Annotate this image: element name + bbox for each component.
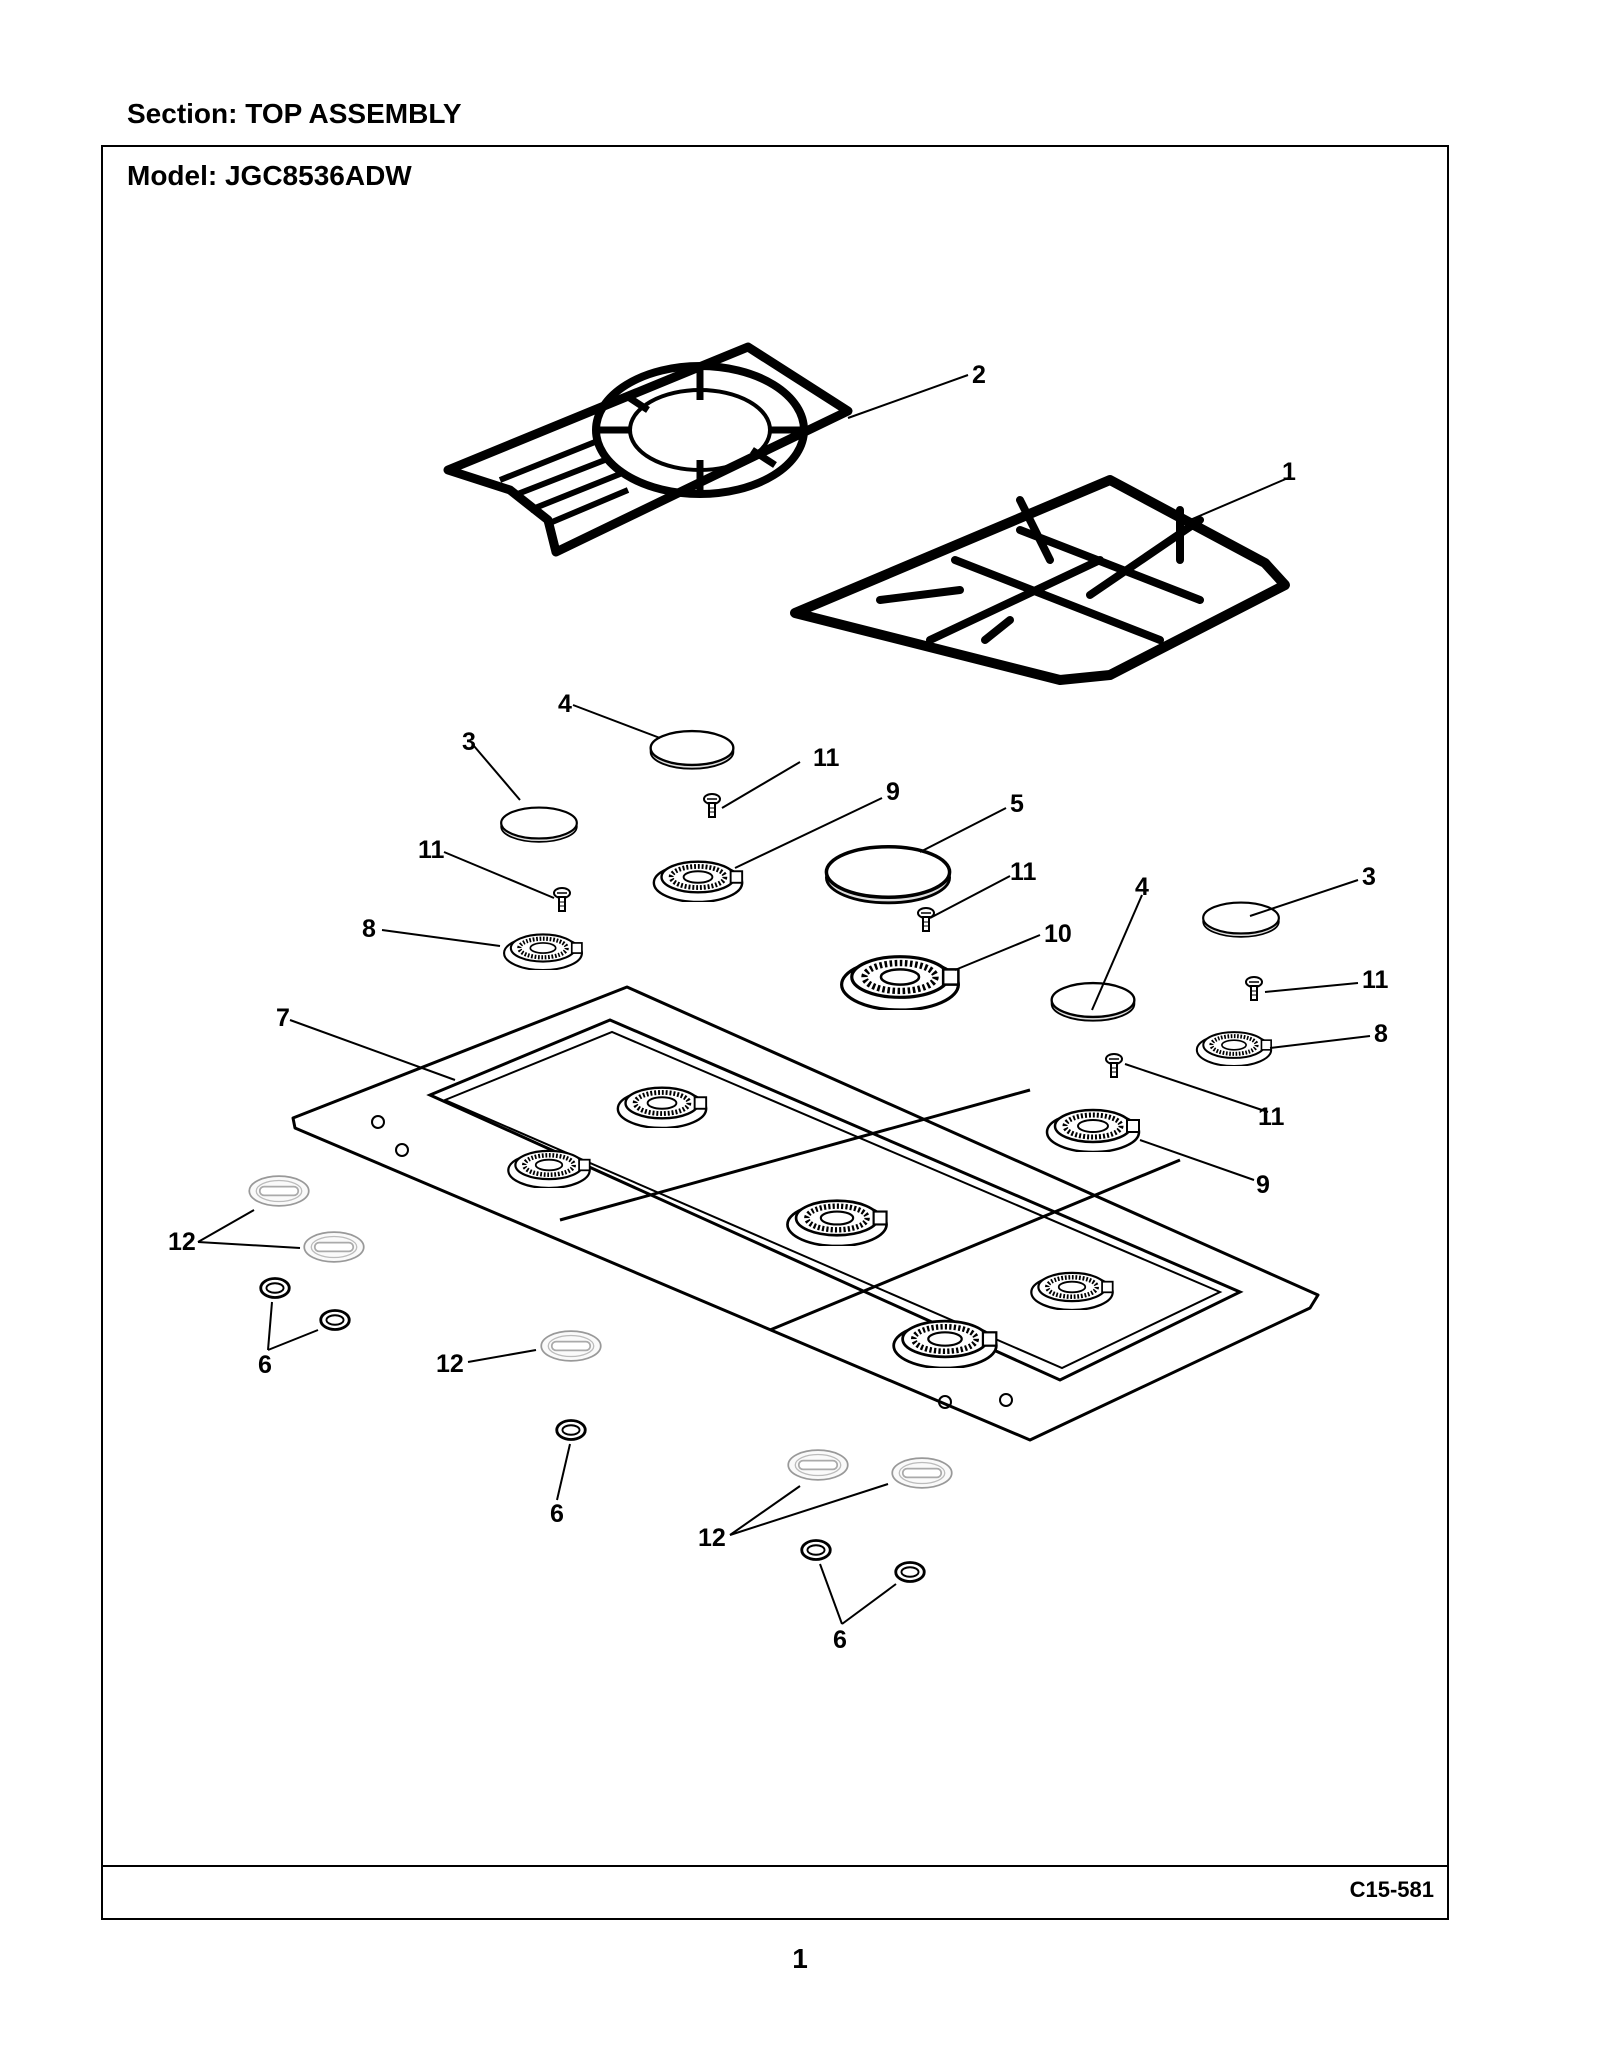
callout-6-b: 6 [550, 1500, 564, 1528]
control-knob-2 [303, 1231, 365, 1263]
burner-head-8-left [504, 934, 582, 970]
control-knob-3 [540, 1330, 602, 1362]
callout-8-left: 8 [362, 915, 376, 943]
drawing-code: C15-581 [1349, 1877, 1434, 1902]
callout-3-right: 3 [1362, 863, 1376, 891]
section-title: Section: TOP ASSEMBLY [127, 98, 462, 129]
callout-11-d: 11 [1362, 966, 1389, 994]
screw-11-d [1245, 976, 1263, 1001]
screw-11-e [1105, 1053, 1123, 1078]
burner-head-8-right [1197, 1032, 1271, 1066]
knob-bezel-3 [555, 1419, 587, 1441]
callout-4-left: 4 [558, 690, 572, 718]
callout-5: 5 [1010, 790, 1024, 818]
model-title: Model: JGC8536ADW [127, 160, 412, 191]
callout-11-b: 11 [418, 836, 445, 864]
knob-bezel-4 [800, 1539, 832, 1561]
callout-1: 1 [1282, 458, 1296, 486]
callout-7: 7 [276, 1004, 290, 1032]
control-knob-5 [891, 1457, 953, 1489]
knob-bezel-5 [894, 1561, 926, 1583]
leader-lines [197, 374, 1371, 1625]
callout-6-c: 6 [833, 1626, 847, 1654]
cooktop-main-top [291, 985, 1320, 1442]
callout-4-right: 4 [1135, 873, 1149, 901]
burner-cap-4-left [649, 729, 735, 770]
callout-12-a: 12 [168, 1228, 196, 1256]
burner-head-10 [842, 957, 959, 1010]
screw-11-c [917, 907, 935, 932]
burner-cap-5 [824, 845, 952, 905]
grate-right [790, 475, 1290, 685]
burner-cap-3-right [1202, 901, 1280, 939]
callout-11-a: 11 [813, 744, 840, 772]
knob-bezel-2 [319, 1309, 351, 1331]
callout-3-left: 3 [462, 728, 476, 756]
control-knob-1 [248, 1175, 310, 1207]
callout-9-upper: 9 [886, 778, 900, 806]
callout-10: 10 [1044, 920, 1072, 948]
footer-divider [101, 1865, 1449, 1867]
burner-cap-3-left [500, 806, 578, 844]
control-knob-4 [787, 1449, 849, 1481]
burner-head-9-lower [1047, 1110, 1139, 1152]
screw-11-a [703, 793, 721, 818]
burner-cap-4-right [1050, 981, 1136, 1022]
page-number: 1 [792, 1943, 808, 1974]
callout-6-a: 6 [258, 1351, 272, 1379]
knob-bezel-1 [259, 1277, 291, 1299]
grate-left [443, 342, 853, 557]
callout-12-c: 12 [698, 1524, 726, 1552]
callout-11-c: 11 [1010, 858, 1037, 886]
callout-11-e: 11 [1258, 1103, 1285, 1131]
callout-9-lower: 9 [1256, 1171, 1270, 1199]
callout-2: 2 [972, 361, 986, 389]
screw-11-b [553, 887, 571, 912]
burner-head-9-upper [654, 862, 742, 902]
diagram-frame [101, 145, 1449, 1920]
callout-8-right: 8 [1374, 1020, 1388, 1048]
callout-12-b: 12 [436, 1350, 464, 1378]
